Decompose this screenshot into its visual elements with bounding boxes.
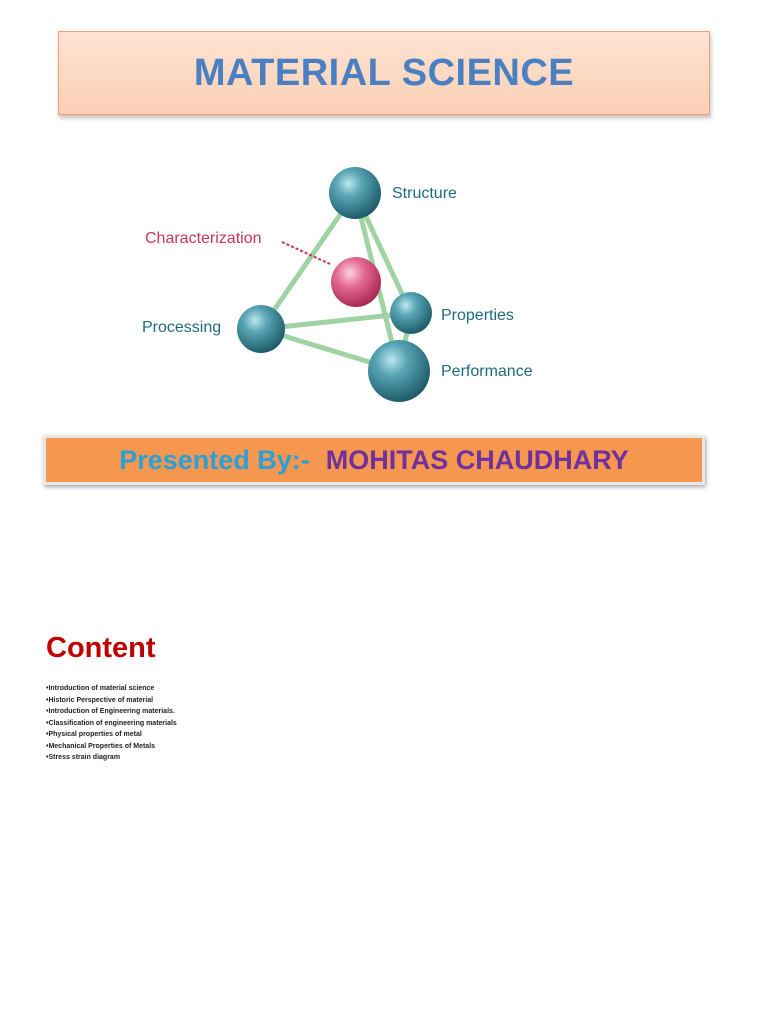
- page-title: MATERIAL SCIENCE: [193, 51, 575, 94]
- structure-node: [329, 167, 381, 219]
- list-item: •Mechanical Properties of Metals: [46, 742, 156, 750]
- processing-node: [237, 305, 285, 353]
- content-heading: Content: [46, 632, 156, 664]
- characterization-pointer: [281, 241, 331, 265]
- structure-label: Structure: [392, 185, 457, 202]
- list-item: •Introduction of Engineering materials.: [46, 708, 175, 715]
- materials-tetrahedron-diagram: Structure Processing Properties Performa…: [142, 167, 533, 402]
- processing-label: Processing: [142, 319, 221, 336]
- presenter-name: MOHITAS CHAUDHARY: [325, 444, 629, 475]
- list-item: •Introduction of material science: [46, 685, 155, 692]
- performance-label: Performance: [441, 363, 533, 380]
- edge-structure-processing: [258, 190, 358, 332]
- presenter-banner: Presented By:- MOHITAS CHAUDHARY: [43, 435, 705, 485]
- edge-processing-properties: [258, 310, 414, 332]
- list-item: •Historic Perspective of material: [46, 696, 154, 704]
- presenter-prefix: Presented By:-: [119, 444, 310, 475]
- properties-node: [390, 292, 432, 334]
- content-list: •Introduction of material science •Histo…: [46, 683, 177, 764]
- list-item: •Physical properties of metal: [46, 731, 142, 738]
- performance-node: [368, 340, 430, 402]
- title-banner: MATERIAL SCIENCE: [58, 31, 710, 115]
- properties-label: Properties: [441, 307, 514, 324]
- list-item: •Classification of engineering materials: [46, 719, 177, 727]
- characterization-node: [331, 257, 381, 307]
- characterization-label: Characterization: [145, 230, 262, 247]
- list-item: •Stress strain diagram: [46, 754, 121, 761]
